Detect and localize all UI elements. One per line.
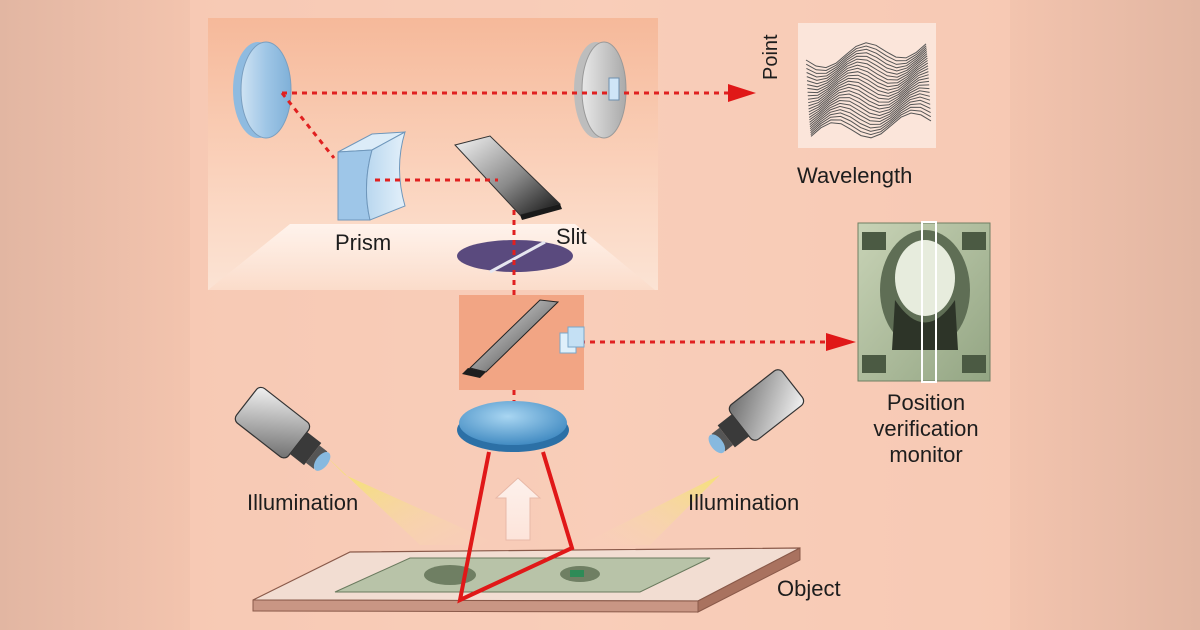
spectrum-trace (809, 99, 931, 130)
focusing-lens-icon (574, 41, 627, 139)
camera-icon (234, 386, 331, 471)
spectrum-trace (808, 71, 929, 107)
spectrum-trace (805, 42, 927, 69)
monitor-label-line-2: verification (873, 416, 979, 441)
monitor-label-line-3: monitor (889, 442, 963, 467)
spectrum-trace (808, 77, 929, 113)
spectrum-trace (810, 112, 932, 139)
spectrum-trace (810, 106, 931, 134)
spectrum-trace (808, 74, 929, 110)
spectrum-trace (808, 80, 930, 116)
spectral-plot-icon (798, 23, 936, 148)
point-axis-label: Point (760, 34, 782, 80)
spectrum-trace (808, 84, 930, 118)
spectrum-trace (807, 60, 928, 94)
output-arrow-spectrum (728, 84, 756, 102)
illumination-left-label: Illumination (247, 490, 359, 515)
beam-splitter-box (459, 295, 585, 390)
spectrum-trace (807, 62, 929, 97)
imaging-path (457, 451, 575, 604)
spectrum-trace (806, 47, 927, 74)
spectrum-trace (806, 51, 928, 81)
spectrum-trace (807, 57, 928, 91)
spectrum-trace (806, 53, 928, 85)
output-arrow-monitor (826, 333, 856, 351)
spectrum-trace (809, 96, 931, 128)
objective-lens-icon (457, 401, 569, 452)
wavelength-axis-label: Wavelength (797, 163, 913, 188)
prism-label: Prism (335, 230, 392, 255)
camera-icon (708, 369, 805, 454)
spectrum-trace (810, 109, 932, 136)
spectrum-trace (809, 90, 930, 123)
spectrum-trace (808, 68, 929, 104)
spectrum-trace (805, 45, 927, 72)
monitor-label-line-1: Position (886, 390, 966, 415)
illumination-beam-right (580, 455, 740, 545)
relay-lens-icon (559, 326, 585, 354)
dollar-bill-icon (857, 221, 991, 383)
collimator-lens-icon (233, 41, 292, 139)
illumination-right-label: Illumination (688, 490, 800, 515)
prism-icon (337, 130, 406, 221)
position-verification-monitor-label: Position verification monitor (836, 390, 1016, 468)
object-stage (252, 547, 801, 613)
spectrum-trace (807, 55, 928, 88)
beam-path (280, 91, 830, 425)
slit-mirror-icon (454, 135, 562, 220)
spectrum-trace (809, 87, 930, 121)
spectrum-trace (806, 49, 927, 78)
object-label: Object (777, 576, 841, 601)
spectrum-trace (810, 103, 931, 132)
illumination-beam-left (325, 455, 500, 545)
spectrum-trace (809, 93, 930, 125)
spectrum-trace (807, 65, 929, 100)
slit-label: Slit (556, 224, 587, 249)
slit-aperture-icon (457, 240, 573, 274)
imaging-direction-arrow (494, 477, 542, 541)
